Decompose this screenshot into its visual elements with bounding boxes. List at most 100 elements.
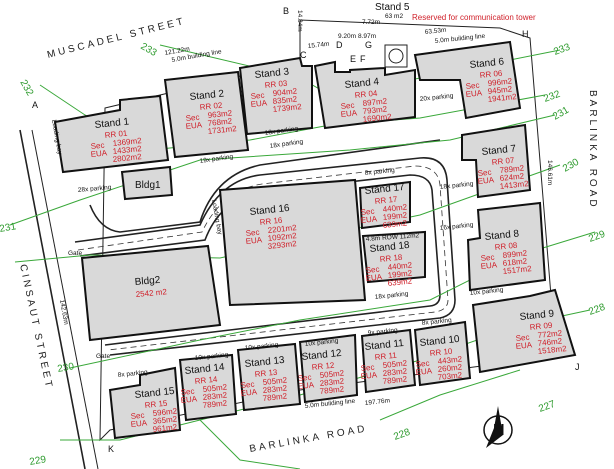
eua-label: EUA [185, 120, 203, 131]
parking-label: 28x parking [78, 184, 112, 194]
stand-rr-code: RR 14 [194, 375, 218, 386]
sec-label: Sec [180, 387, 195, 397]
sec-area: 789m2 [499, 163, 525, 175]
sec-label: Sec [130, 411, 145, 421]
eua-label: EUA [250, 98, 268, 109]
survey-point-label: F [360, 54, 366, 64]
sec-label: Sec [297, 373, 312, 383]
eua-area: 283m2 [262, 383, 288, 395]
stand-name: Stand 13 [244, 355, 285, 370]
building-line-label: 5.0m building line [434, 33, 485, 45]
parking-label: 10x parking [194, 351, 229, 362]
parking-label: 8x parking [421, 317, 452, 327]
barlinka-road-south-label: BARLINKA ROAD [249, 423, 369, 455]
stand-plot [298, 333, 359, 404]
eua-area: 283m2 [319, 376, 345, 388]
stand-rr-code: RR 09 [529, 321, 553, 332]
bldg1-footprint [120, 165, 174, 201]
cinsaut-street-edge [19, 129, 86, 469]
sec-area: 772m2 [537, 328, 563, 340]
total-area: 1941m2 [487, 92, 517, 104]
stand-plot [358, 180, 411, 230]
stand-plot [413, 320, 472, 387]
stand-plot [236, 342, 302, 412]
bldg2-footprint [80, 244, 222, 342]
internal-road [74, 157, 456, 356]
cinsaut-street-edge-2 [31, 129, 99, 469]
eua-area: 1092m2 [267, 231, 297, 243]
sec-label: Sec [185, 113, 200, 123]
dimension-label: 197.76m [364, 397, 390, 407]
sec-area: 996m2 [487, 76, 513, 88]
stand-rr-code: RR 16 [259, 216, 283, 227]
barlinka-road-east-label: BARLINKA ROAD [587, 90, 598, 210]
survey-point-label: A [32, 100, 38, 110]
sec-area: 963m2 [207, 108, 233, 120]
bldg2-area: 2542 m2 [135, 287, 167, 299]
stand-rr-code: RR 06 [479, 69, 503, 80]
sec-area: 505m2 [202, 382, 228, 394]
parking-label: 10x parking [304, 337, 339, 348]
parking-label: 8x parking [364, 167, 395, 177]
contour-label: 228 [392, 427, 412, 443]
communication-tower-icon [388, 48, 404, 64]
survey-point-label: G [365, 40, 372, 50]
stand-name: Stand 12 [301, 348, 342, 363]
eua-area: 768m2 [207, 116, 233, 128]
svg-text:N: N [493, 422, 505, 439]
contour-label: 232 [17, 78, 35, 98]
eua-area: 1433m2 [112, 144, 142, 156]
eua-area: 199m2 [382, 210, 408, 222]
eua-area: 945m2 [487, 84, 513, 96]
dimension-label: 4.8m ROW 112m2 [366, 232, 420, 243]
stand-rr-code: RR 11 [374, 351, 397, 362]
survey-point-label: E [350, 54, 356, 64]
stand-name: Stand 2 [189, 88, 225, 103]
stand-rr-code: RR 08 [494, 241, 518, 252]
gate-label: Gate [96, 353, 110, 360]
stand-name: Stand 14 [184, 362, 225, 377]
parking-label: 18x parking [374, 290, 409, 301]
survey-point-label: J [575, 362, 580, 372]
total-area: 789m2 [262, 391, 288, 403]
dimension-label: 7.72m [362, 19, 380, 26]
stand-rr-code: RR 15 [144, 399, 168, 410]
stand-name: Stand 9 [519, 308, 555, 323]
parking-label: 10x parking [244, 341, 279, 352]
stand-name: Stand 6 [469, 56, 505, 71]
eua-label: EUA [365, 272, 383, 283]
stand-plot [218, 178, 367, 307]
sec-area: 904m2 [272, 86, 298, 98]
sec-label: Sec [250, 91, 265, 101]
total-area: 1413m2 [499, 179, 529, 191]
sec-label: Sec [360, 207, 375, 217]
eua-label: EUA [130, 418, 148, 429]
parking-label: 9x parking [367, 327, 398, 337]
eua-label: EUA [180, 394, 198, 405]
bldg2-name: Bldg2 [134, 275, 161, 288]
eua-area: 199m2 [387, 268, 413, 280]
total-area: 789m2 [382, 374, 408, 386]
total-area: 1739m2 [272, 102, 302, 114]
stand-plot [108, 366, 182, 440]
sec-area: 505m2 [319, 368, 345, 380]
stand-5-plot [384, 44, 408, 68]
eua-label: EUA [480, 260, 498, 271]
gate-label: Gate [68, 250, 82, 257]
stand-rr-code: RR 17 [374, 195, 398, 206]
stand5-name: Stand 5 [375, 2, 410, 13]
eua-area: 793m2 [362, 104, 388, 116]
stand-name: Stand 10 [419, 334, 460, 349]
sec-label: Sec [360, 363, 375, 373]
total-area: 1731m2 [207, 124, 237, 136]
stand-name: Stand 1 [94, 116, 130, 131]
stand-plot [461, 123, 532, 199]
